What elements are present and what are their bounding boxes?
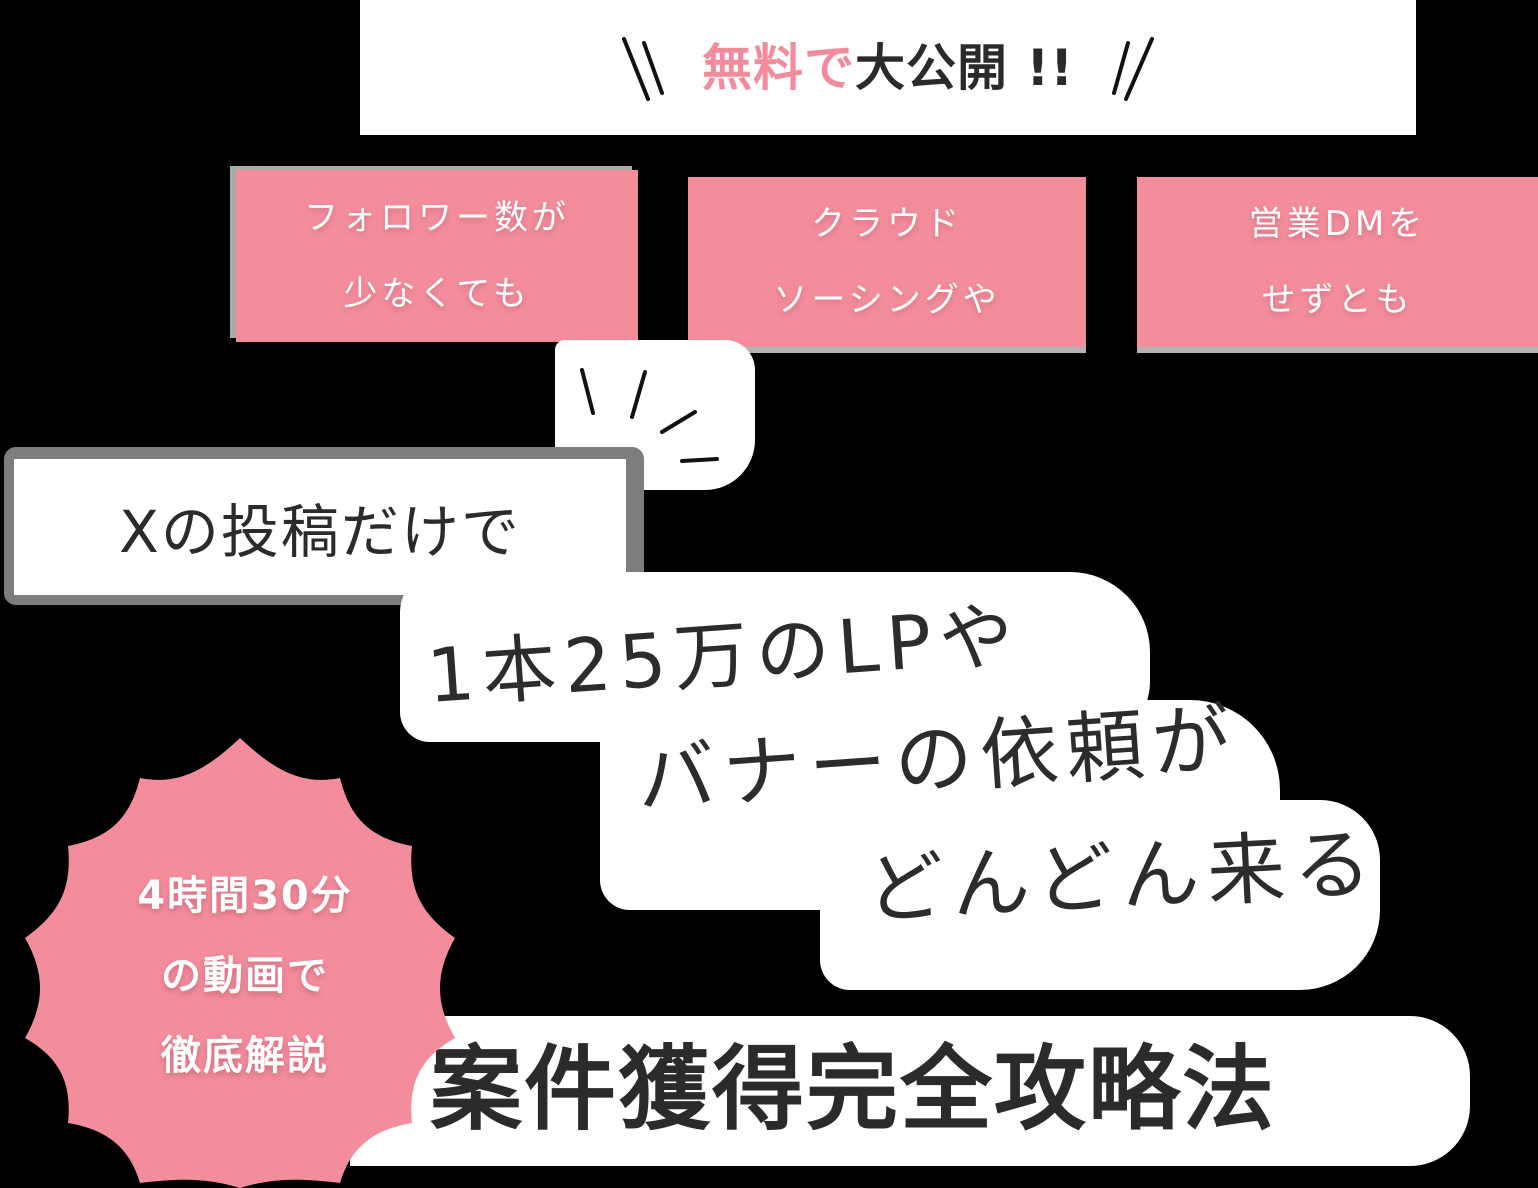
badge-line-1: 4時間30分 xyxy=(137,873,353,919)
feature-box-sales-dm: 営業DMを せずとも xyxy=(1137,177,1538,347)
main-title: 案件獲得完全攻略法 xyxy=(430,1036,1277,1143)
sparkle-lines-icon xyxy=(580,368,719,463)
feature-box-line: ソーシングや xyxy=(773,280,1001,320)
feature-box-line: せずとも xyxy=(1261,280,1414,320)
feature-box-line: 営業DMを xyxy=(1248,204,1427,244)
feature-box-line: フォロワー数が xyxy=(304,198,570,238)
starburst-badge-icon xyxy=(25,738,455,1188)
title-background xyxy=(350,1016,1470,1166)
banner-free-text: 無料で xyxy=(701,38,855,97)
top-banner: 無料で大公開 !! xyxy=(360,0,1416,135)
feature-box-crowdsourcing: クラウド ソーシングや xyxy=(688,177,1086,347)
emphasis-lines-right-icon xyxy=(1088,33,1158,103)
emphasis-lines-left-icon xyxy=(618,33,688,103)
video-badge: 4時間30分 の動画で 徹底解説 xyxy=(10,738,462,1188)
feature-box-followers: フォロワー数が 少なくても xyxy=(236,170,638,342)
banner-reveal-text: 大公開 !! xyxy=(854,38,1074,97)
badge-line-3: 徹底解説 xyxy=(161,1033,329,1079)
handwritten-cloud xyxy=(820,800,1380,990)
feature-box-line: クラウド xyxy=(811,204,963,244)
banner-headline: 無料で大公開 !! xyxy=(618,33,1158,103)
badge-line-2: の動画で xyxy=(161,953,329,999)
feature-box-line: 少なくても xyxy=(343,274,531,314)
